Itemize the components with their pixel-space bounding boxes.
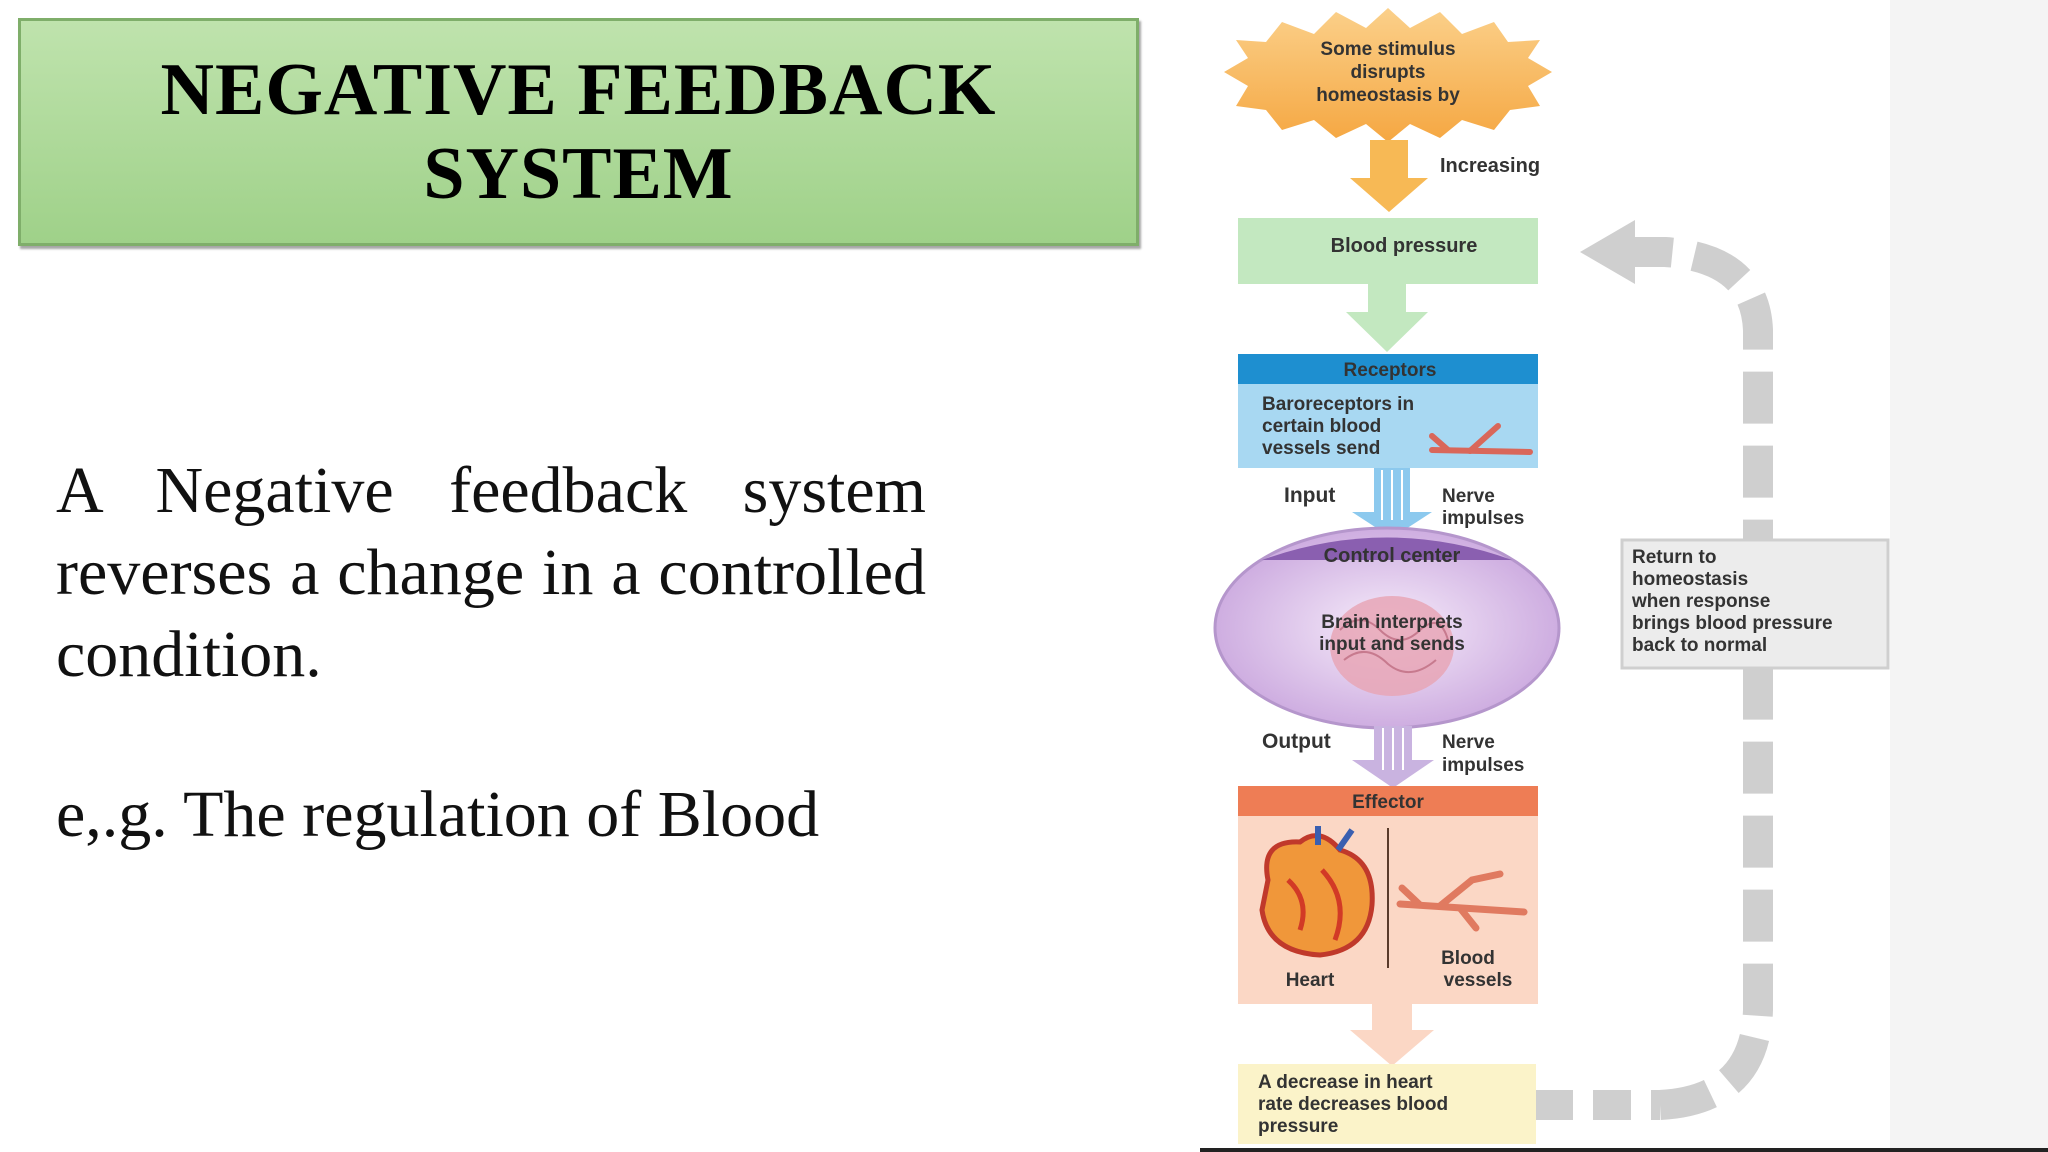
stimulus-burst xyxy=(1224,8,1552,142)
vessels-label-1: Blood xyxy=(1441,948,1495,969)
stimulus-arrow xyxy=(1350,140,1428,212)
effector-header: Effector xyxy=(1352,792,1424,813)
return-text-4: brings blood pressure xyxy=(1632,613,1833,634)
stimulus-text-2: disrupts xyxy=(1351,62,1426,83)
nerve-impulses-1b: impulses xyxy=(1442,508,1524,529)
return-arrowhead xyxy=(1580,220,1635,284)
figure-bottom-rule xyxy=(1200,1148,2048,1152)
blood-pressure-label: Blood pressure xyxy=(1331,235,1478,257)
nerve-impulses-2b: impulses xyxy=(1442,755,1524,776)
receptors-header-bar xyxy=(1238,354,1538,384)
response-text-2: rate decreases blood xyxy=(1258,1094,1448,1115)
nerve-impulses-1a: Nerve xyxy=(1442,486,1495,507)
title-banner: NEGATIVE FEEDBACK SYSTEM xyxy=(18,18,1139,246)
heart-label: Heart xyxy=(1286,970,1335,991)
blood-pressure-box xyxy=(1238,218,1538,284)
input-label: Input xyxy=(1284,484,1335,507)
brain-folds xyxy=(1339,619,1449,673)
title-line-1: NEGATIVE FEEDBACK xyxy=(160,49,997,131)
heart-icon xyxy=(1259,826,1375,958)
control-text-2: input and sends xyxy=(1319,634,1465,655)
return-loop xyxy=(1535,237,1773,1120)
response-text-1: A decrease in heart xyxy=(1258,1072,1433,1093)
increasing-label: Increasing xyxy=(1440,155,1540,177)
control-text-1: Brain interprets xyxy=(1321,612,1462,633)
right-margin xyxy=(1890,0,2048,1148)
return-text-1: Return to xyxy=(1632,547,1716,568)
definition-text: A Negative feedback system reverses a ch… xyxy=(56,454,926,691)
response-text-3: pressure xyxy=(1258,1116,1338,1137)
receptors-text-1: Baroreceptors in xyxy=(1262,394,1414,415)
title-line-2: SYSTEM xyxy=(423,133,734,215)
blood-vessel-icon xyxy=(1429,423,1533,455)
return-text-5: back to normal xyxy=(1632,635,1767,656)
response-box xyxy=(1238,1064,1536,1144)
return-text-3: when response xyxy=(1631,591,1770,612)
receptors-text-3: vessels send xyxy=(1262,438,1380,459)
effector-arrow xyxy=(1350,1004,1434,1066)
effector-header-bar xyxy=(1238,786,1538,816)
nerve-impulses-2a: Nerve xyxy=(1442,732,1495,753)
receptors-header: Receptors xyxy=(1344,360,1437,381)
output-nerve-lines xyxy=(1382,728,1404,770)
output-label: Output xyxy=(1262,730,1331,753)
example-text: e,.g. The regulation of Blood xyxy=(56,778,820,851)
stimulus-text-3: homeostasis by xyxy=(1316,85,1460,106)
stimulus-text-1: Some stimulus xyxy=(1320,39,1455,60)
input-nerve-lines xyxy=(1381,470,1403,520)
blood-vessels-icon xyxy=(1396,870,1528,932)
control-center-header: Control center xyxy=(1324,545,1461,567)
receptors-text-2: certain blood xyxy=(1262,416,1381,437)
return-box xyxy=(1620,538,1890,670)
condition-arrow xyxy=(1346,284,1428,352)
vessels-label-2: vessels xyxy=(1444,970,1513,991)
return-text-2: homeostasis xyxy=(1632,569,1748,590)
control-center-header-band xyxy=(1262,537,1512,560)
